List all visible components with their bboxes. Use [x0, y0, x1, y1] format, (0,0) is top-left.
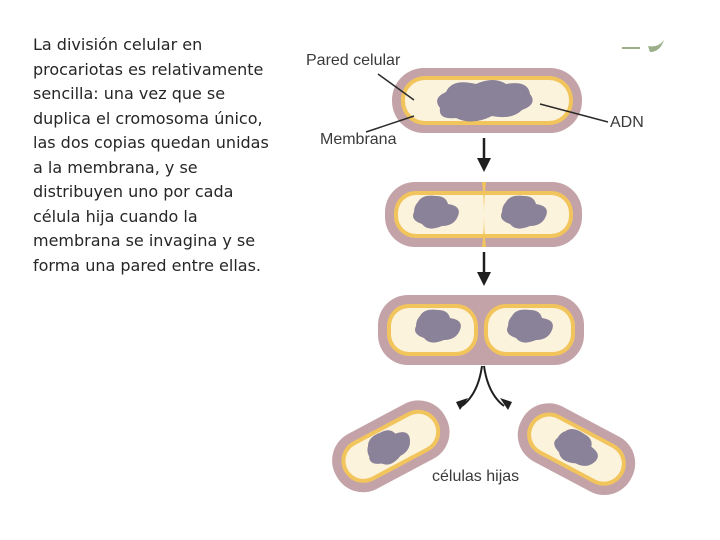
diagram-svg	[332, 40, 664, 496]
cell-stage-3	[378, 295, 584, 365]
down-arrow-icon	[477, 252, 491, 286]
dna-blob	[437, 80, 533, 122]
dna-blob	[554, 428, 598, 466]
cell-stage-2	[385, 182, 582, 247]
dna-blob	[367, 430, 411, 465]
cell-stage-1	[392, 68, 582, 133]
dna-blob	[507, 309, 553, 343]
label-pointers	[365, 73, 609, 133]
down-arrow-icon	[477, 138, 491, 172]
daughter-cell-right	[517, 403, 636, 496]
body-text: La división celular en procariotas es re…	[33, 35, 269, 275]
label-membrane: Membrana	[320, 131, 397, 148]
label-dna: ADN	[610, 114, 644, 131]
dna-blob	[501, 195, 547, 229]
binary-fission-diagram: Pared celular ADN Membrana células hijas	[296, 30, 676, 500]
daughter-cell-left	[332, 400, 450, 493]
leaf-icon	[622, 40, 664, 52]
dna-blob	[413, 195, 459, 229]
label-cell-wall: Pared celular	[306, 52, 401, 69]
label-daughter-cells: células hijas	[432, 468, 520, 485]
dna-blob	[415, 309, 461, 343]
split-arrows-icon	[456, 365, 512, 410]
